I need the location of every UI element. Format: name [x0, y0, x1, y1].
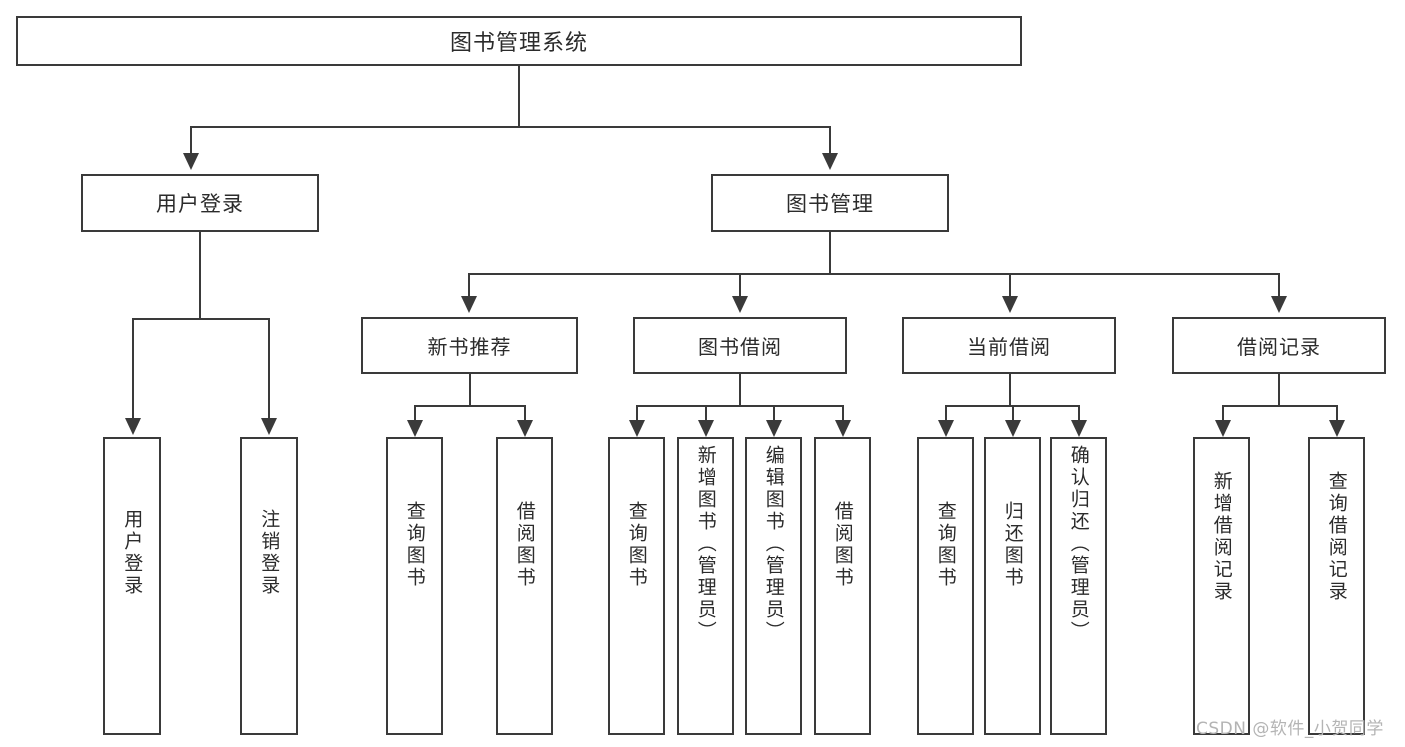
watermark-text: CSDN @软件_小贺同学 [1196, 719, 1384, 739]
leaf-label: 归还图书 [1001, 501, 1024, 589]
connector-to-book-borrow [739, 273, 741, 296]
arrowhead-to-book-management [822, 153, 838, 170]
leaf-label: 确认归还（管理员） [1067, 445, 1090, 643]
leaf-label: 查询借阅记录 [1325, 471, 1348, 603]
arrowhead-nbr-leaf-1 [407, 420, 423, 437]
leaf-book-borrow-add-book-admin[interactable]: 新增图书（管理员） [677, 437, 734, 735]
connector-br-leaf-1 [1222, 405, 1224, 420]
leaf-label: 查询图书 [403, 501, 426, 589]
node-user-login[interactable]: 用户登录 [81, 174, 319, 232]
connector-bb-leaf-4 [842, 405, 844, 420]
arrowhead-cb-leaf-2 [1005, 420, 1021, 437]
connector-new-book-recommend-bus [414, 405, 526, 407]
connector-root-stem [518, 66, 520, 126]
connector-book-borrow-stem [739, 374, 741, 406]
leaf-label: 借阅图书 [513, 501, 536, 589]
leaf-label: 注销登录 [258, 509, 281, 597]
node-label: 图书管理系统 [449, 31, 588, 56]
leaf-label: 用户登录 [121, 509, 144, 597]
node-label: 用户登录 [156, 192, 244, 216]
leaf-label: 新增借阅记录 [1210, 471, 1233, 603]
leaf-current-borrow-confirm-return-admin[interactable]: 确认归还（管理员） [1050, 437, 1107, 735]
leaf-book-borrow-borrow-book[interactable]: 借阅图书 [814, 437, 871, 735]
connector-br-leaf-2 [1336, 405, 1338, 420]
connector-book-management-bus [468, 273, 1280, 275]
arrowhead-bb-leaf-2 [698, 420, 714, 437]
arrowhead-to-new-book-recommend [461, 296, 477, 313]
arrowhead-nbr-leaf-2 [517, 420, 533, 437]
connector-user-login-bus [132, 318, 268, 320]
connector-root-to-book-management [829, 126, 831, 153]
connector-book-management-stem [829, 232, 831, 274]
connector-user-login-leaf-1 [132, 318, 134, 418]
node-current-borrow[interactable]: 当前借阅 [902, 317, 1116, 374]
connector-borrow-record-bus [1222, 405, 1337, 407]
arrowhead-br-leaf-2 [1329, 420, 1345, 437]
leaf-label: 新增图书（管理员） [694, 445, 717, 643]
connector-user-login-leaf-2 [268, 318, 270, 418]
leaf-label: 查询图书 [625, 501, 648, 589]
arrowhead-to-borrow-record [1271, 296, 1287, 313]
connector-to-new-book-recommend [468, 273, 470, 296]
connector-to-current-borrow [1009, 273, 1011, 296]
leaf-current-borrow-return-book[interactable]: 归还图书 [984, 437, 1041, 735]
arrowhead-bb-leaf-3 [766, 420, 782, 437]
connector-user-login-stem [199, 232, 201, 320]
connector-root-to-user-login [190, 126, 192, 153]
connector-bb-leaf-3 [773, 405, 775, 420]
leaf-current-borrow-search-book[interactable]: 查询图书 [917, 437, 974, 735]
arrowhead-to-book-borrow [732, 296, 748, 313]
leaf-label: 编辑图书（管理员） [762, 445, 785, 643]
connector-root-bus [190, 126, 830, 128]
leaf-new-book-recommend-borrow-book[interactable]: 借阅图书 [496, 437, 553, 735]
node-label: 图书借阅 [698, 335, 782, 359]
node-book-borrow[interactable]: 图书借阅 [633, 317, 847, 374]
leaf-borrow-record-add-record[interactable]: 新增借阅记录 [1193, 437, 1250, 735]
leaf-new-book-recommend-search-book[interactable]: 查询图书 [386, 437, 443, 735]
arrowhead-to-user-login [183, 153, 199, 170]
connector-cb-leaf-1 [945, 405, 947, 420]
connector-nbr-leaf-1 [414, 405, 416, 420]
leaf-book-borrow-edit-book-admin[interactable]: 编辑图书（管理员） [745, 437, 802, 735]
node-book-management[interactable]: 图书管理 [711, 174, 949, 232]
connector-cb-leaf-2 [1012, 405, 1014, 420]
connector-bb-leaf-2 [705, 405, 707, 420]
connector-new-book-recommend-stem [469, 374, 471, 406]
leaf-user-login-logout[interactable]: 注销登录 [240, 437, 298, 735]
connector-to-borrow-record [1278, 273, 1280, 296]
arrowhead-user-login-leaf-1 [125, 418, 141, 435]
leaf-user-login-login[interactable]: 用户登录 [103, 437, 161, 735]
connector-bb-leaf-1 [636, 405, 638, 420]
node-label: 图书管理 [786, 192, 874, 216]
node-label: 新书推荐 [427, 335, 512, 359]
connector-book-borrow-bus [636, 405, 844, 407]
arrowhead-to-current-borrow [1002, 296, 1018, 313]
node-label: 借阅记录 [1237, 335, 1321, 359]
connector-nbr-leaf-2 [524, 405, 526, 420]
connector-current-borrow-stem [1009, 374, 1011, 406]
arrowhead-bb-leaf-4 [835, 420, 851, 437]
leaf-label: 查询图书 [934, 501, 957, 589]
leaf-book-borrow-search-book[interactable]: 查询图书 [608, 437, 665, 735]
arrowhead-br-leaf-1 [1215, 420, 1231, 437]
node-root-library-management-system[interactable]: 图书管理系统 [16, 16, 1022, 66]
node-borrow-record[interactable]: 借阅记录 [1172, 317, 1386, 374]
node-new-book-recommend[interactable]: 新书推荐 [361, 317, 578, 374]
arrowhead-cb-leaf-3 [1071, 420, 1087, 437]
arrowhead-user-login-leaf-2 [261, 418, 277, 435]
connector-borrow-record-stem [1278, 374, 1280, 406]
leaf-label: 借阅图书 [831, 501, 854, 589]
arrowhead-cb-leaf-1 [938, 420, 954, 437]
leaf-borrow-record-search-record[interactable]: 查询借阅记录 [1308, 437, 1365, 735]
node-label: 当前借阅 [967, 335, 1051, 359]
connector-cb-leaf-3 [1078, 405, 1080, 420]
arrowhead-bb-leaf-1 [629, 420, 645, 437]
